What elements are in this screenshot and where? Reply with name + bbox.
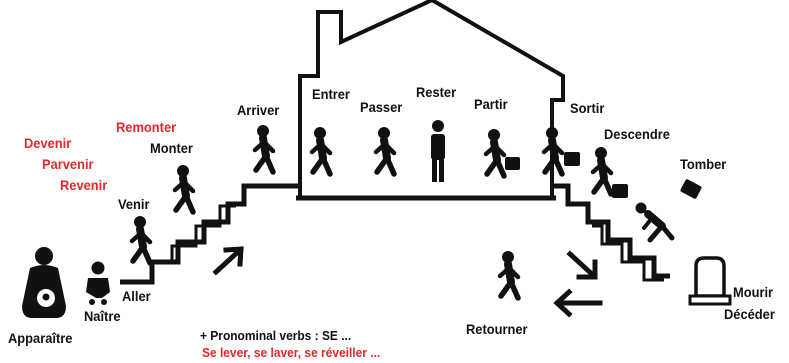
label-deceder: Décéder — [724, 306, 775, 322]
person-pictogram-icon — [312, 128, 330, 175]
pronominal-examples: Se lever, se laver, se réveiller ... — [202, 345, 381, 360]
label-devenir: Devenir — [24, 135, 72, 151]
label-passer: Passer — [360, 99, 403, 115]
staircase-icon — [170, 204, 236, 262]
label-aller: Aller — [122, 288, 151, 304]
person-pictogram-icon — [175, 166, 193, 213]
label-monter: Monter — [150, 140, 193, 156]
label-descendre: Descendre — [604, 126, 670, 142]
person-pictogram-icon — [376, 128, 394, 175]
label-naitre: Naître — [84, 308, 121, 324]
person-pictogram-icon — [132, 217, 150, 264]
label-remonter: Remonter — [116, 119, 177, 135]
label-revenir: Revenir — [60, 177, 108, 193]
person-pictogram-icon — [500, 252, 518, 299]
standing-person-icon — [431, 120, 445, 182]
label-rester: Rester — [416, 84, 457, 100]
staircase-icon — [552, 183, 670, 279]
staircase-icon — [592, 224, 664, 282]
suitcase-icon — [505, 152, 702, 199]
house-outline-icon — [298, 0, 565, 198]
baby-icon — [86, 261, 110, 305]
direction-arrow-icon — [212, 246, 244, 276]
label-sortir: Sortir — [570, 100, 605, 116]
person-pictogram-icon — [593, 148, 611, 195]
person-pictogram-icon — [486, 130, 504, 177]
label-mourir: Mourir — [733, 284, 774, 300]
label-arriver: Arriver — [237, 102, 280, 118]
label-partir: Partir — [474, 96, 508, 112]
pregnant-person-icon — [22, 247, 66, 318]
label-apparaitre: Apparaître — [8, 330, 73, 346]
person-pictogram-icon — [255, 126, 273, 173]
label-entrer: Entrer — [312, 86, 350, 102]
falling-person-icon — [635, 202, 675, 243]
label-tomber: Tomber — [680, 156, 727, 172]
staircase-icon — [120, 183, 300, 285]
tombstone-icon — [688, 256, 732, 306]
pronominal-note: + Pronominal verbs : SE ... — [200, 328, 352, 343]
direction-arrow-icon — [553, 288, 603, 318]
direction-arrow-icon — [566, 250, 598, 280]
label-venir: Venir — [118, 196, 150, 212]
label-retourner: Retourner — [466, 321, 528, 337]
label-parvenir: Parvenir — [42, 156, 94, 172]
